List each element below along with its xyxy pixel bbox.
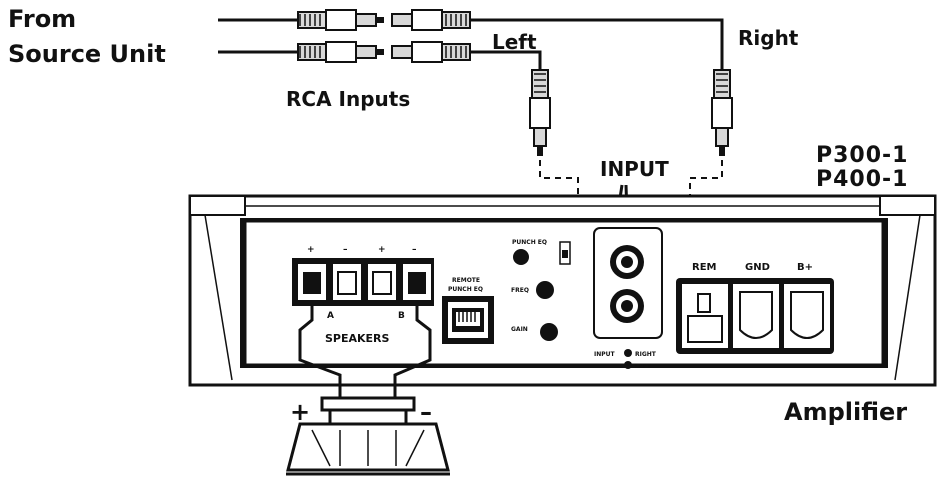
amp-input-jack-panel: INPUT RIGHT LEFT <box>593 227 663 370</box>
left-label: Left <box>492 30 537 54</box>
gain-label: GAIN <box>511 326 528 333</box>
rca-plug-pair-right <box>297 9 471 31</box>
input-right-label: RIGHT <box>635 351 657 358</box>
speaker-plus-sign: + <box>290 398 310 426</box>
model-label-p400: P400-1 <box>816 167 909 192</box>
speaker-wire-negative <box>393 300 432 400</box>
cable-to-left-input <box>470 50 542 70</box>
right-label: Right <box>738 26 799 50</box>
punch-eq-label: PUNCH EQ <box>512 239 547 246</box>
bplus-label: B+ <box>797 262 813 273</box>
input-label: INPUT <box>600 157 669 181</box>
model-label-p300: P300-1 <box>816 143 909 168</box>
terminal-b-minus-sign: – <box>412 245 417 255</box>
remote-label: REMOTE <box>452 277 480 284</box>
rca-inputs-label: RCA Inputs <box>286 87 410 111</box>
speaker-wire-positive <box>298 300 342 400</box>
freq-knob <box>536 281 554 299</box>
amplifier-label: Amplifier <box>784 398 907 426</box>
speakers-label: SPEAKERS <box>325 332 390 345</box>
from-label: From <box>8 5 76 33</box>
speaker-b-label: B <box>398 311 405 321</box>
input-left-label: LEFT <box>635 363 652 370</box>
power-terminal-block: REM GND B+ <box>676 262 834 354</box>
punch-eq-knob <box>513 249 529 265</box>
rem-label: REM <box>692 262 717 273</box>
gain-knob <box>540 323 558 341</box>
terminal-a-minus-sign: – <box>343 245 348 255</box>
terminal-b-plus-sign: + <box>378 245 386 255</box>
speaker-driver <box>286 396 450 476</box>
control-knobs: PUNCH EQ FREQ GAIN <box>511 239 571 341</box>
speaker-minus-sign: – <box>420 398 432 426</box>
rca-plug-pair-left <box>297 41 471 63</box>
input-small-label: INPUT <box>594 351 616 358</box>
cable-to-right-input <box>470 18 724 70</box>
punch-eq-port-label: PUNCH EQ <box>448 286 483 293</box>
speaker-terminal-block: + – + – A B SPEAKERS <box>292 245 434 345</box>
rca-plug-left-vertical <box>529 69 551 156</box>
source-unit-label: Source Unit <box>8 40 166 68</box>
gnd-label: GND <box>745 262 770 273</box>
terminal-a-plus-sign: + <box>307 245 315 255</box>
remote-punch-eq-port: REMOTE PUNCH EQ <box>442 277 494 344</box>
rca-plug-right-vertical <box>711 69 733 156</box>
freq-label: FREQ <box>511 287 529 294</box>
speaker-a-label: A <box>327 311 334 321</box>
